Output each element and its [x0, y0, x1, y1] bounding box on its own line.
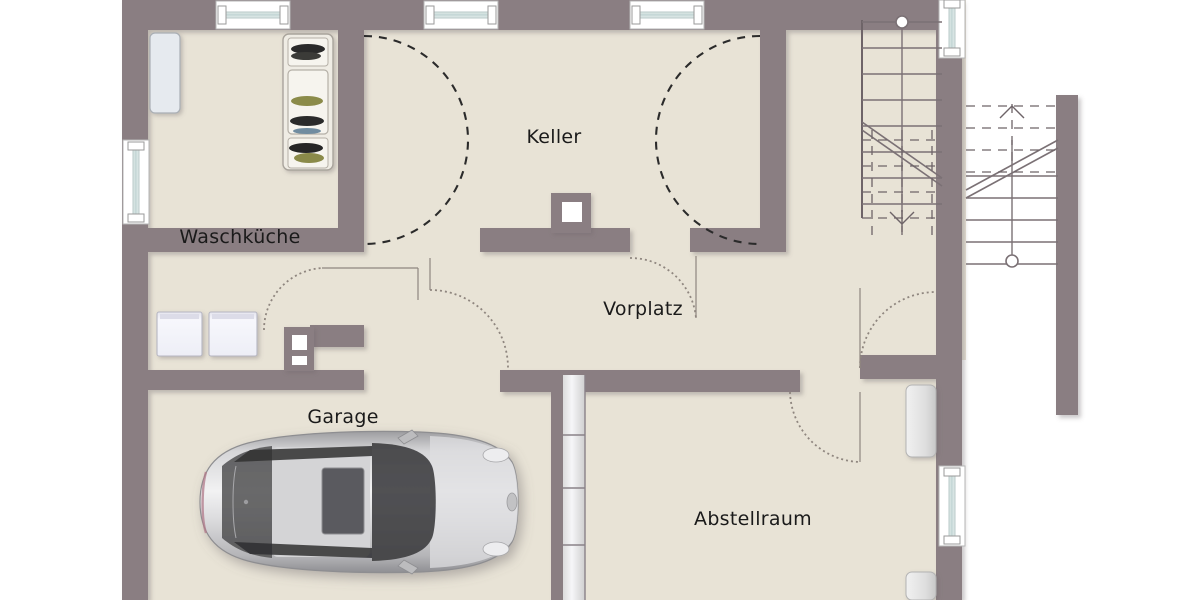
window-top-1 [215, 0, 291, 30]
door-arc-vorplatz-left [429, 289, 509, 369]
wall-stair-shaft-right [1056, 95, 1078, 415]
stairs [861, 15, 1059, 268]
window-top-3 [629, 0, 705, 30]
car-mirror-bottom [397, 559, 419, 575]
floor-lower-right-abstellraum [563, 378, 962, 600]
stair-left [861, 15, 943, 238]
car-window-bottom-side [234, 542, 372, 558]
car-roof-antenna [243, 499, 249, 505]
furniture [149, 32, 937, 600]
stair-right [965, 104, 1059, 268]
car-mirror-top [397, 429, 419, 445]
floor-upper-block [122, 0, 962, 390]
car-trunk-seam [232, 465, 237, 539]
walls [122, 0, 1078, 600]
room-labels: Waschküche Keller Vorplatz Garage Abstel… [179, 126, 812, 530]
wall-keller-bottom-right [690, 228, 786, 252]
room-label-abstellraum: Abstellraum [694, 508, 812, 530]
stair-right-origin-marker [1005, 254, 1019, 268]
wall-wasch-lower-stub [310, 325, 364, 347]
window-left-1 [122, 139, 150, 225]
wall-wasch-keller-vertical [338, 30, 364, 252]
window-top-2 [423, 0, 499, 30]
window-right-top [938, 0, 966, 59]
door-arc-waschkueche [263, 267, 323, 331]
wall-exterior-left-lower [122, 378, 148, 600]
wall-stair-shaft-left [936, 30, 962, 360]
door-swings [263, 34, 937, 463]
chimney-keller [551, 193, 591, 233]
column-right-lower [905, 571, 937, 600]
door-arc-keller-right [655, 34, 761, 246]
washing-machine-1 [156, 311, 203, 357]
door-arc-keller-left [363, 34, 469, 246]
room-label-vorplatz: Vorplatz [603, 298, 683, 320]
window-right-mid [938, 465, 966, 547]
fixtures [284, 193, 591, 600]
chimney-waschkueche [284, 327, 314, 371]
shelf-unit [282, 33, 334, 171]
door-arc-vorplatz-right [859, 291, 937, 369]
wall-wasch-lower-vert [148, 370, 364, 390]
stair-right-direction-arrow [999, 105, 1025, 119]
car-headlight-bottom [482, 541, 510, 557]
glassblock-wall [563, 375, 586, 600]
column-right-upper [905, 384, 937, 458]
door-arc-vorplatz-center [629, 257, 697, 319]
car-emblem [506, 492, 518, 512]
car-sunroof [321, 467, 365, 535]
cabinet-tall-left [149, 32, 181, 114]
door-arc-abstellraum [789, 391, 861, 463]
car-windshield [372, 443, 436, 561]
wall-wasch-bottom [148, 228, 364, 252]
car-rear-accent [201, 471, 208, 534]
wall-mid-horizontal-left [500, 370, 800, 392]
washing-machine-2 [208, 311, 258, 357]
car-window-top-side [234, 446, 372, 462]
room-label-waschkueche: Waschküche [179, 226, 300, 248]
wall-keller-right-vertical [760, 30, 786, 252]
car-headlight-top [482, 447, 510, 463]
car-top-view [199, 429, 519, 575]
windows [122, 0, 966, 547]
room-label-garage: Garage [307, 406, 378, 428]
car-hood [430, 436, 518, 568]
stair-left-origin-marker [895, 15, 909, 29]
room-label-keller: Keller [526, 126, 581, 148]
